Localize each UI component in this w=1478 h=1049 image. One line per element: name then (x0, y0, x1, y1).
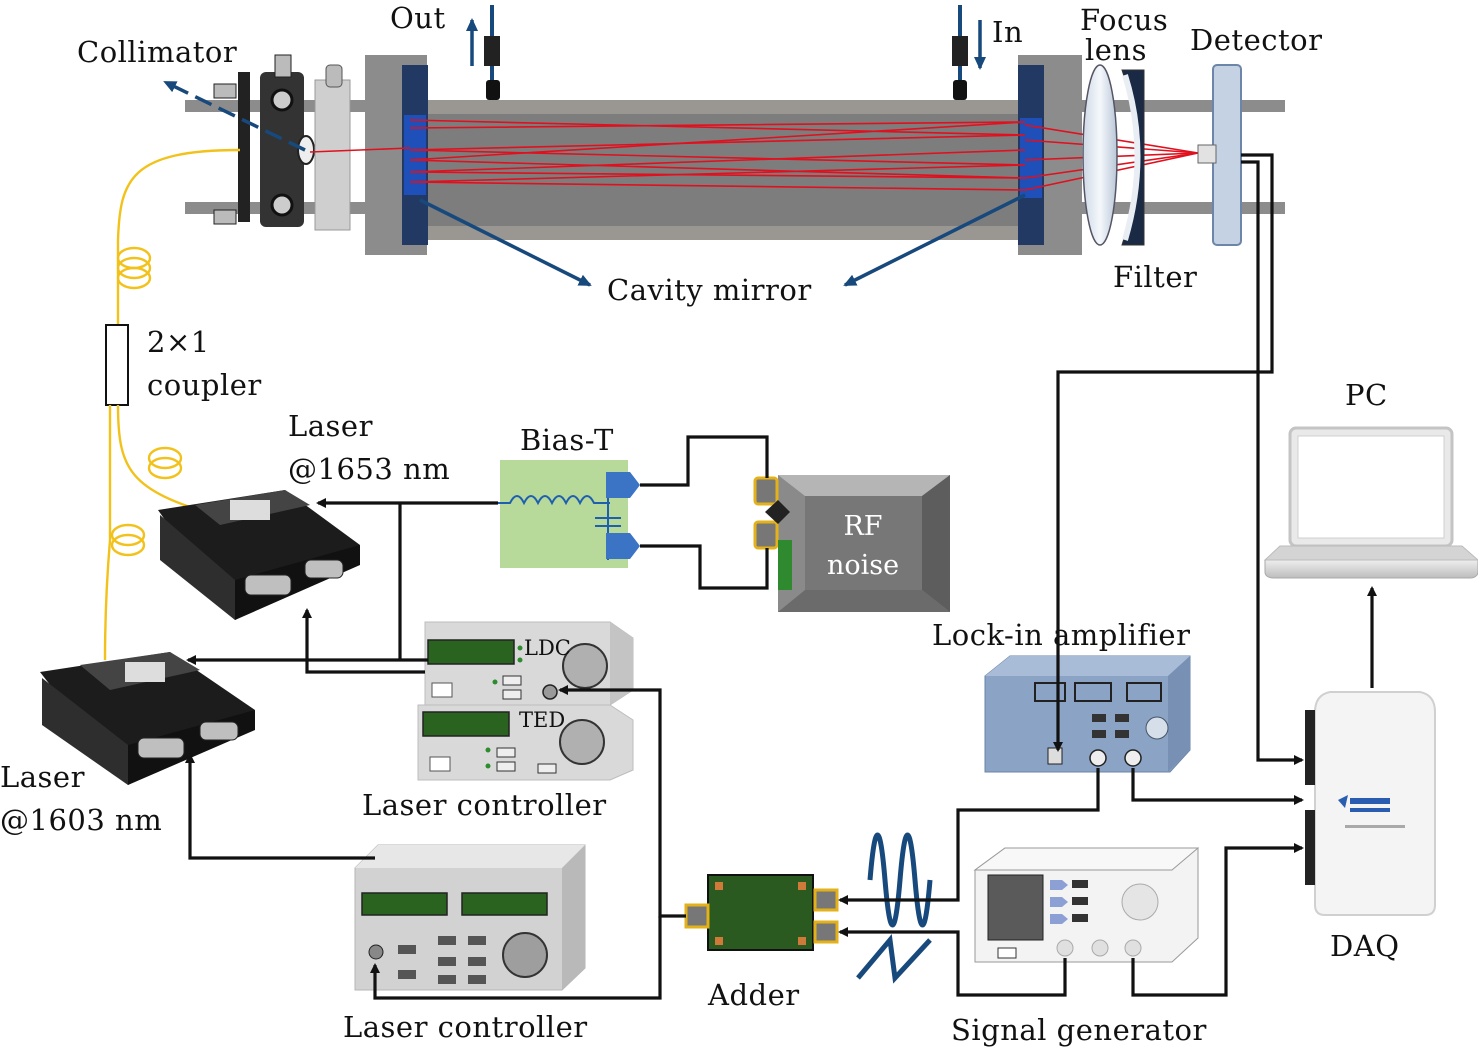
lockin-amplifier-icon (984, 655, 1191, 773)
coupler-ratio-label: 2×1 (147, 325, 210, 359)
noise-label: noise (827, 550, 899, 581)
filter-label: Filter (1113, 260, 1197, 294)
daq-box-icon (1305, 691, 1436, 916)
laser-1653-label: Laser (288, 409, 373, 443)
fiber-coupler (105, 324, 129, 406)
signal-generator-label: Signal generator (951, 1013, 1207, 1047)
in-label: In (992, 15, 1023, 49)
laser-controller-bottom-label: Laser controller (343, 1010, 588, 1044)
bias-t-label: Bias-T (520, 423, 614, 457)
fiber-lines (103, 148, 241, 661)
ldc-ted-controller (417, 621, 634, 781)
bottom-laser-controller (354, 844, 586, 991)
sawtooth-wave-icon (856, 934, 932, 984)
cavity-mirror-pointer-left (419, 198, 592, 287)
lens-label: lens (1085, 33, 1147, 67)
rf-label: RF (843, 511, 882, 542)
adder-icon (684, 874, 839, 951)
focus-label: Focus (1080, 3, 1168, 37)
in-port (952, 5, 968, 100)
optical-cavity (163, 5, 1285, 287)
laser-mount-1653-icon (158, 490, 360, 620)
inductor-icon (495, 495, 610, 506)
focus-lens (1082, 64, 1118, 246)
left-cavity-mirror (404, 115, 426, 195)
laptop-icon (1263, 426, 1478, 579)
cavity-mirror-label: Cavity mirror (607, 273, 812, 307)
laser-beam-path (309, 119, 1199, 191)
laser-controller-top-label: Laser controller (362, 788, 607, 822)
pc-label: PC (1345, 378, 1388, 412)
labels: Collimator Out In Focus lens Detector Fi… (0, 1, 1399, 1047)
lockin-label: Lock-in amplifier (932, 618, 1190, 652)
right-cavity-mirror (1020, 118, 1042, 198)
laser-1653-wavelength: @1653 nm (288, 452, 450, 486)
signal-generator-icon (973, 847, 1200, 963)
collimator-mount-icon (213, 54, 351, 231)
collimator-label: Collimator (77, 35, 237, 69)
rf-noise-box (753, 475, 950, 612)
sine-wave-icon (867, 832, 933, 928)
daq-label: DAQ (1330, 929, 1399, 963)
detector-icon (1212, 64, 1242, 246)
ldc-label: LDC (524, 636, 571, 660)
ted-label: TED (519, 708, 565, 732)
coupler-label: coupler (147, 368, 262, 402)
laser-mount-1603-icon (40, 652, 255, 785)
detector-label: Detector (1190, 23, 1322, 57)
laser-1603-wavelength: @1603 nm (0, 803, 162, 837)
out-port (484, 5, 500, 100)
signal-wires (185, 153, 1377, 1000)
cavity-mirror-pointer-right (843, 193, 1026, 287)
bias-t-icon (495, 460, 640, 568)
adder-label: Adder (707, 978, 800, 1012)
laser-1603-label: Laser (0, 760, 85, 794)
out-label: Out (390, 1, 446, 35)
